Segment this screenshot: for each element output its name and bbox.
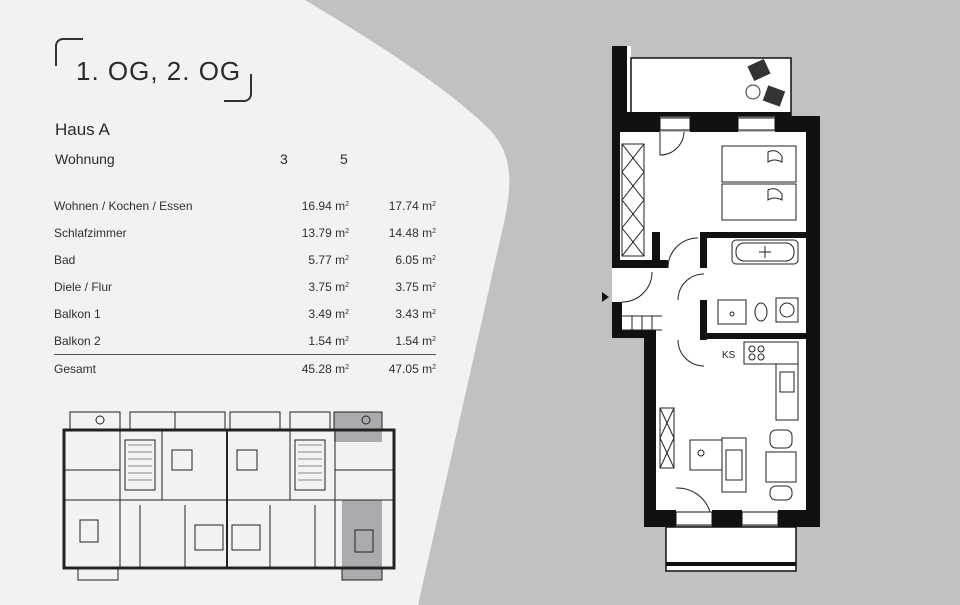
area-unit-b: 47.05 m2 [349,354,436,382]
unit-m: m [422,361,433,376]
area-unit-a: 45.28 m2 [269,354,349,382]
unit-number-b: 5 [340,151,348,167]
unit-m: m [422,225,433,240]
area-unit-a-value: 16.94 [301,198,332,213]
area-unit-b: 6.05 m2 [349,246,436,273]
unit-squared: 2 [432,254,436,262]
kitchen-label: KS [722,350,736,361]
area-unit-b: 17.74 m2 [349,192,436,219]
total-label: Gesamt [54,354,269,382]
area-unit-b: 1.54 m2 [349,327,436,355]
unit-m: m [335,306,346,321]
title-bracket-bottom-right [224,74,252,102]
title-bracket-top-left [55,38,83,66]
area-unit-a-value: 3.75 [308,279,332,294]
unit-squared: 2 [345,308,349,316]
windows [659,117,779,526]
floor-title: 1. OG, 2. OG [76,56,242,86]
unit-squared: 2 [345,281,349,289]
unit-squared: 2 [432,200,436,208]
area-unit-a: 3.75 m2 [269,273,349,300]
unit-m: m [335,225,346,240]
area-unit-b: 14.48 m2 [349,219,436,246]
house-label: Haus A [55,120,110,139]
room-name: Wohnen / Kochen / Essen [54,198,193,213]
area-unit-b-value: 3.75 [395,279,419,294]
unit-label: Wohnung [55,151,115,167]
unit-squared: 2 [345,335,349,343]
area-unit-a: 13.79 m2 [269,219,349,246]
unit-m: m [335,361,346,376]
unit-m: m [422,279,433,294]
unit-m: m [422,306,433,321]
area-unit-b-value: 14.48 [388,225,419,240]
unit-squared: 2 [432,281,436,289]
wardrobe [621,143,645,257]
unit-squared: 2 [432,227,436,235]
entrance-arrow [602,292,609,302]
unit-squared: 2 [345,227,349,235]
unit-squared: 2 [432,363,436,371]
balcony-bottom [665,526,797,572]
balcony-top [612,46,792,128]
area-unit-b-value: 17.74 [388,198,419,213]
room-name: Diele / Flur [54,279,113,294]
area-unit-a: 1.54 m2 [269,327,349,355]
room-name: Schlafzimmer [54,225,127,240]
area-unit-b: 3.75 m2 [349,273,436,300]
room-name: Bad [54,252,76,267]
unit-squared: 2 [345,200,349,208]
outer-walls [612,116,820,527]
room-name: Balkon 1 [54,306,101,321]
unit-header: Wohnung 3 5 [55,151,435,169]
beds [721,145,797,221]
bathroom-fixtures [717,239,799,325]
hall-shelf [622,315,662,331]
area-unit-b-value: 47.05 [388,361,419,376]
unit-m: m [422,252,433,267]
doors [621,131,711,513]
unit-m: m [422,333,433,348]
unit-m: m [335,252,346,267]
area-unit-a-value: 13.79 [301,225,332,240]
area-unit-b-value: 1.54 [395,333,419,348]
unit-m: m [335,198,346,213]
area-unit-a-value: 3.49 [308,306,332,321]
area-unit-a-value: 5.77 [308,252,332,267]
unit-number-a: 3 [280,151,288,167]
area-unit-b: 3.43 m2 [349,300,436,327]
kitchen-counter [743,341,799,421]
unit-m: m [422,198,433,213]
unit-m: m [335,279,346,294]
unit-squared: 2 [432,335,436,343]
area-unit-a-value: 45.28 [301,361,332,376]
unit-squared: 2 [345,254,349,262]
area-unit-a: 3.49 m2 [269,300,349,327]
unit-m: m [335,333,346,348]
living-furniture [659,407,797,501]
area-unit-b-value: 6.05 [395,252,419,267]
unit-squared: 2 [432,308,436,316]
area-unit-a: 5.77 m2 [269,246,349,273]
area-unit-b-value: 3.43 [395,306,419,321]
area-unit-a-value: 1.54 [308,333,332,348]
room-name: Balkon 2 [54,333,101,348]
area-unit-a: 16.94 m2 [269,192,349,219]
interior-walls [652,232,806,340]
unit-squared: 2 [345,363,349,371]
